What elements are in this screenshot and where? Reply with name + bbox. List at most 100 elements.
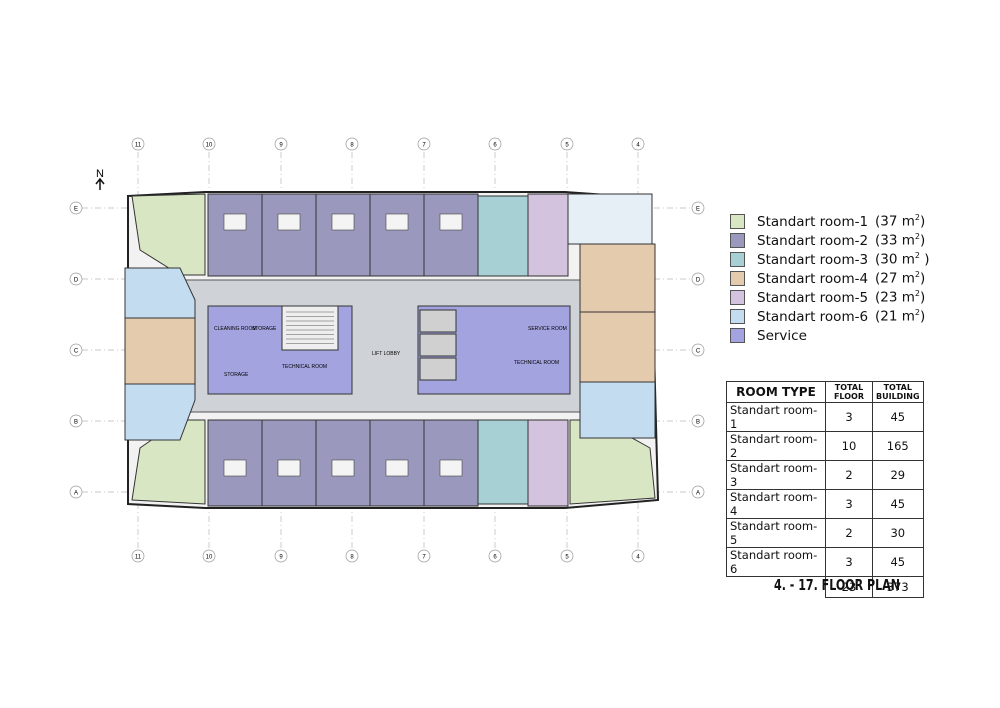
legend-area: (30 m2 ) [875,251,930,268]
grid-bubble [691,414,705,428]
grid-bubble [131,137,145,151]
grid-bubble [691,485,705,499]
header-total-floor: TOTAL FLOOR [825,381,873,403]
grid-row-label: C [696,349,701,355]
grid-column-label: 8 [350,555,354,561]
room-type-table: ROOM TYPE TOTAL FLOOR TOTAL BUILDING Sta… [726,381,924,598]
legend-area-value: (30 m [875,251,915,268]
legend-item: Service [730,326,930,345]
grid-bubble [69,485,83,499]
legend-area-unit-exponent: 2 [914,232,920,242]
bed [385,213,409,231]
grid-row-label: D [74,278,79,284]
legend-item: Standart room-6(21 m2) [730,307,930,326]
room-3-top [477,195,529,277]
bed [439,459,463,477]
room-1-sw [131,419,206,505]
grid-column-label: 11 [135,143,142,149]
grid-column-label: 9 [279,555,283,561]
legend-area-close: ) [919,213,926,230]
grid-row-label: A [696,491,700,497]
stair-core [281,305,339,351]
table-cell: 45 [872,489,924,519]
grid-row-label: D [696,278,701,284]
legend-swatch [730,309,745,324]
legend-area-close: ) [919,289,926,306]
legend-area-close: ) [919,251,930,268]
bed [277,459,301,477]
table-cell: Standart room-6 [726,547,826,577]
legend-area: (23 m2) [875,289,925,306]
grid-column-label: 7 [422,555,426,561]
grid-column-label: 10 [206,555,213,561]
bed [277,213,301,231]
table-total-cell: 373 [872,576,924,598]
room-2-unit [315,193,371,277]
storage-top-label: STORAGE [252,326,277,332]
grid-bubble [69,414,83,428]
room-5-bottom [527,419,569,507]
legend-area: (21 m2) [875,308,925,325]
legend-label: Standart room-1 [757,213,869,230]
bed [331,459,355,477]
service-room-label: SERVICE ROOM [528,326,567,332]
room-2-unit [369,193,425,277]
grid-column-label: 8 [350,143,354,149]
legend-area-unit-exponent: 2 [914,289,920,299]
lift-1 [419,309,457,333]
grid-bubble [345,549,359,563]
legend-label: Service [757,327,807,344]
grid-bubble [417,137,431,151]
bed [439,213,463,231]
grid-column-label: 10 [206,143,213,149]
bed [223,459,247,477]
legend-item: Standart room-4 (27 m2) [730,269,930,288]
grid-column-label: 7 [422,143,426,149]
lift-3 [419,357,457,381]
grid-bubble [691,343,705,357]
room-3-bottom [477,419,529,505]
room-1-nw [131,193,206,276]
grid-bubble [417,549,431,563]
legend-area: (27 m2) [875,270,925,287]
legend-area-unit-exponent: 2 [914,213,920,223]
table-cell: Standart room-1 [726,402,826,432]
technical-room-right-label: TECHNICAL ROOM [514,360,559,366]
legend-area-value: (27 m [875,270,915,287]
grid-column-label: 4 [636,143,640,149]
legend-item: Standart room-1 (37 m2) [730,212,930,231]
grid-bubble [202,549,216,563]
grid-row-label: E [74,207,78,213]
legend-area-unit-exponent: 2 [914,270,920,280]
legend-swatch [730,214,745,229]
grid-column-label: 6 [493,555,497,561]
room-6-top-right [567,193,653,245]
legend-area: (33 m2) [875,232,925,249]
legend-label: Standart room-4 [757,270,869,287]
table-cell: 45 [872,547,924,577]
legend-item: Standart room-5 (23 m2) [730,288,930,307]
grid-bubble [345,137,359,151]
north-label: N [96,168,104,180]
table-cell: Standart room-4 [726,489,826,519]
header-room-type: ROOM TYPE [726,381,826,403]
legend-area: (37 m2) [875,213,925,230]
grid-column-label: 6 [493,143,497,149]
legend-area-close: ) [919,270,926,287]
grid-row-label: C [74,349,79,355]
room-2-unit [207,193,263,277]
table-cell: Standart room-2 [726,431,826,461]
legend-area-value: (21 m [875,308,915,325]
room-6-right-b [579,381,656,439]
grid-row-label: E [696,207,700,213]
table-cell: 10 [825,431,873,461]
grid-column-label: 4 [636,555,640,561]
grid-row-label: B [74,420,78,426]
legend-label: Standart room-5 [757,289,869,306]
legend-area-value: (23 m [875,289,915,306]
grid-column-label: 11 [135,555,142,561]
